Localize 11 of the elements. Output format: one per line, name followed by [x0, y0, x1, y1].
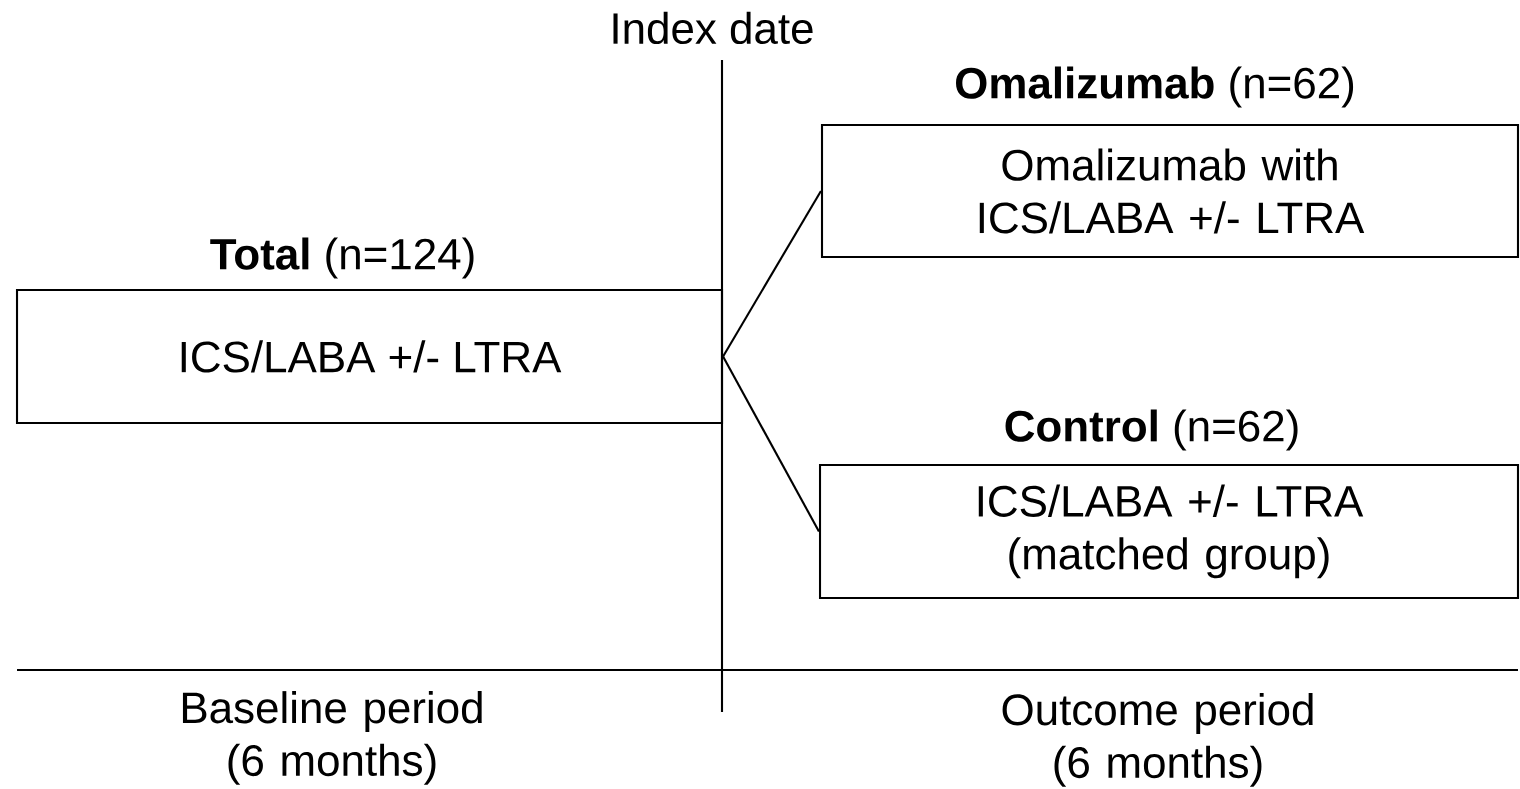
period-label: Outcome period (6 months): [1002, 693, 1313, 787]
period-label: Index date: [613, 11, 813, 45]
group-heading: Omalizumab (n=62): [956, 66, 1354, 108]
group-box: ICS/LABA +/- LTRA (matched group): [818, 463, 1520, 600]
connector-line: [722, 190, 822, 358]
period-label: Baseline period (6 months): [182, 691, 482, 785]
group-heading: Control (n=62): [1005, 409, 1298, 451]
group-heading: Total (n=124): [210, 237, 474, 279]
group-box: ICS/LABA +/- LTRA: [15, 288, 724, 425]
connector-line: [722, 356, 820, 532]
group-box: Omalizumab with ICS/LABA +/- LTRA: [820, 123, 1520, 259]
